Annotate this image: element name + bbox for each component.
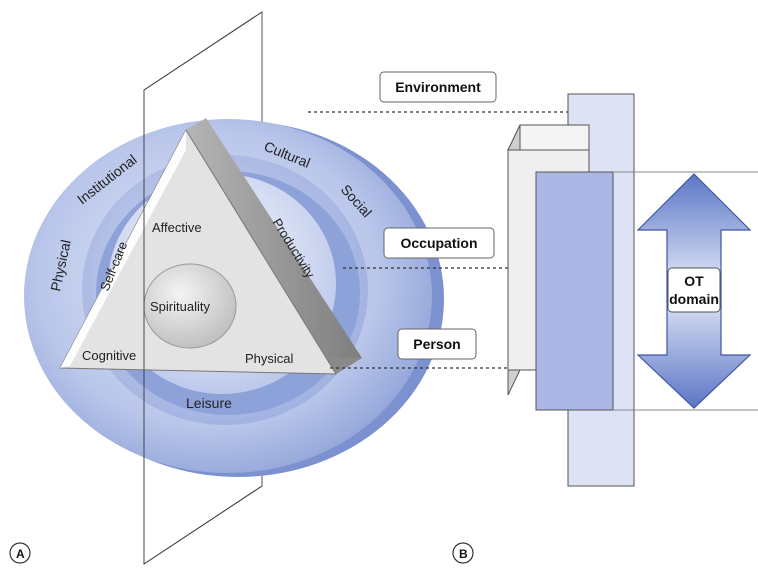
ot-domain-label-line1: OT xyxy=(684,273,704,289)
panel-a-badge xyxy=(9,542,31,564)
panel-a-label: A xyxy=(16,547,25,561)
plane-bottom-edge xyxy=(143,485,263,565)
person-panel xyxy=(535,171,614,411)
occupation-label: Occupation xyxy=(400,235,477,251)
person-label-box xyxy=(397,328,477,360)
person-cognitive-label: Cognitive xyxy=(82,348,136,363)
ot-domain-label-line2: domain xyxy=(669,291,719,307)
environment-label-box xyxy=(379,71,497,103)
person-physical-label: Physical xyxy=(245,351,294,366)
occupation-label-box xyxy=(383,227,495,259)
triangle-highlight xyxy=(60,130,186,368)
person-spirituality-label: Spirituality xyxy=(150,299,210,314)
triangle-side xyxy=(186,118,362,374)
occ-leisure-label: Leisure xyxy=(186,395,232,411)
connectors xyxy=(308,111,570,369)
person-label: Person xyxy=(413,336,460,352)
ot-domain-box xyxy=(667,267,721,313)
panel-b-label: B xyxy=(459,547,468,561)
panel-b: OT domain Environment Occupation Person … xyxy=(379,71,758,564)
panel-b-badge xyxy=(452,542,474,564)
panel-a: Physical Institutional Cultural Social S… xyxy=(9,11,444,565)
person-affective-label: Affective xyxy=(152,220,202,235)
environment-label: Environment xyxy=(395,79,481,95)
plane-top-edge xyxy=(143,11,263,91)
